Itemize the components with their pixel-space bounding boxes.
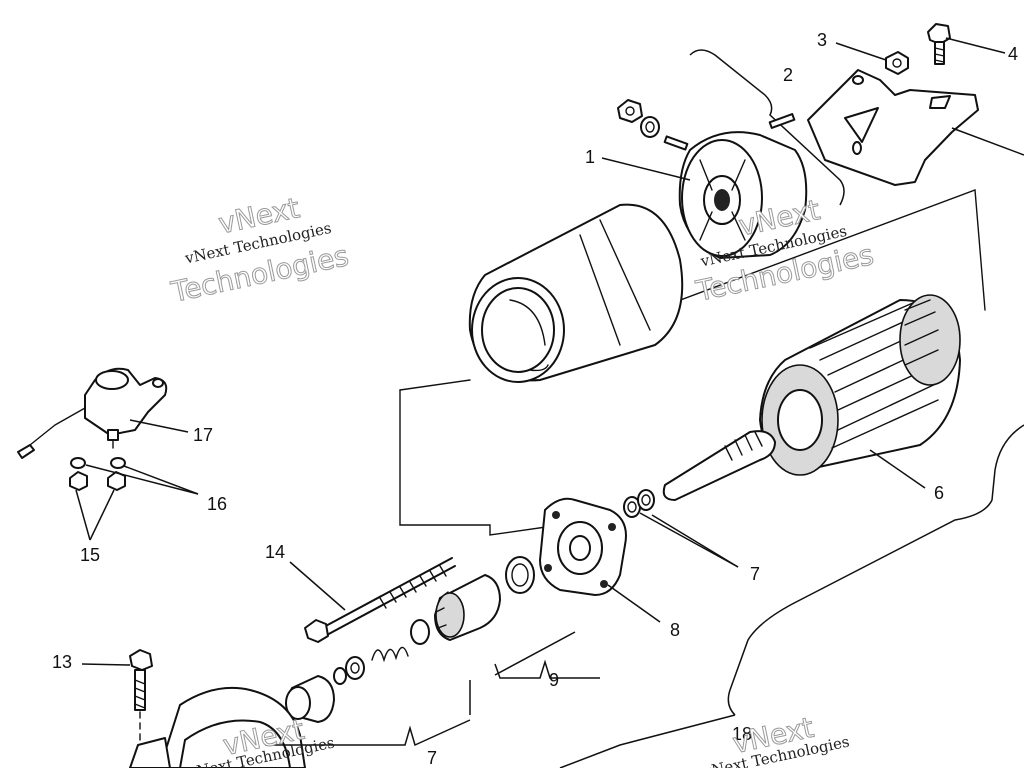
callout-8: 8 [670, 620, 680, 640]
callout-9: 9 [549, 670, 559, 690]
bushing [285, 675, 335, 723]
callout-2: 2 [783, 65, 793, 85]
armature [662, 294, 961, 501]
drive-end-plate [539, 497, 627, 596]
through-bolt [304, 557, 456, 643]
group-braces [265, 424, 1024, 768]
callout-4: 4 [1008, 44, 1018, 64]
callout-labels: 1 2 3 4 6 7 8 9 7 13 14 15 16 17 18 [52, 30, 1018, 768]
mounting-bolt [129, 649, 153, 746]
callout-7-armature: 7 [750, 564, 760, 584]
bolt [927, 23, 951, 65]
spacer-washers [333, 656, 365, 685]
nut [885, 51, 909, 75]
callout-13: 13 [52, 652, 72, 672]
callout-16: 16 [207, 494, 227, 514]
callout-15: 15 [80, 545, 100, 565]
motor-housing [468, 203, 684, 383]
end-cap [663, 113, 808, 259]
armature-washers [623, 489, 655, 518]
commutator [899, 294, 961, 386]
washer [640, 116, 660, 138]
leader-lines [75, 37, 1006, 666]
bracket-brace [689, 49, 845, 206]
callout-1: 1 [585, 147, 595, 167]
small-nut [617, 99, 643, 123]
callout-6: 6 [934, 483, 944, 503]
callout-17: 17 [193, 425, 213, 445]
watermark-bottom-right: vNext vNext Technologies [701, 710, 851, 768]
solenoid [17, 367, 168, 459]
callout-3: 3 [817, 30, 827, 50]
drive-pinion [434, 574, 501, 641]
solenoid-washers [70, 457, 126, 469]
solenoid-nuts [69, 471, 126, 491]
callout-7-drive: 7 [427, 748, 437, 768]
callout-14: 14 [265, 542, 285, 562]
mounting-bracket [807, 69, 1024, 186]
spring [371, 619, 430, 663]
callout-18: 18 [732, 724, 752, 744]
front-housing [129, 686, 306, 768]
retaining-ring [505, 556, 535, 594]
watermark-upper-left: vNext vNext Technologies Technologies [167, 191, 352, 310]
